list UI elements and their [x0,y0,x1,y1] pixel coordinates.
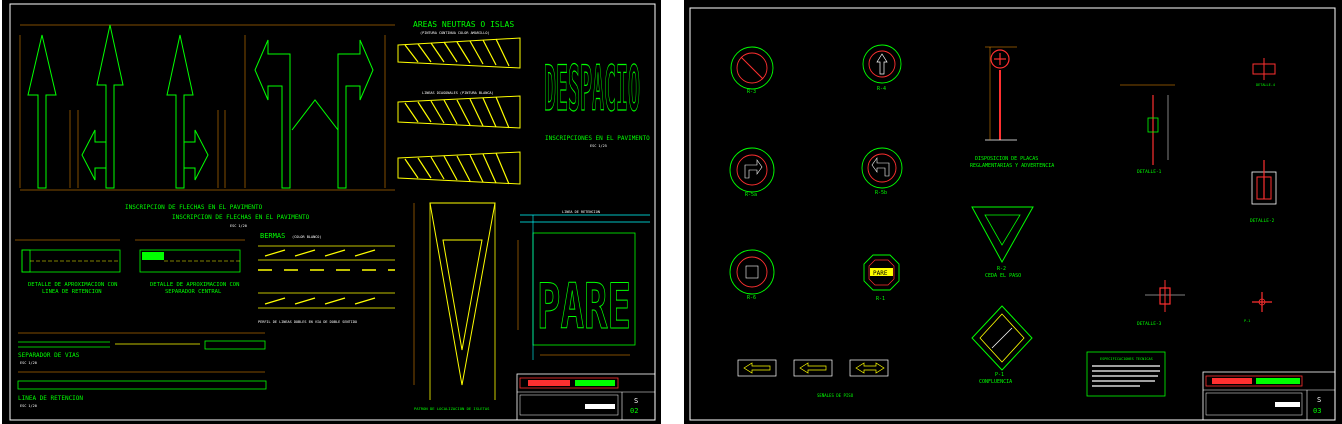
areas-neutras-subtitle: (PINTURA CONTINUA COLOR AMARILLO) [420,31,490,35]
sign-label-r5a: R-5a [745,192,757,198]
arrows-title-1: INSCRIPCION DE FLECHAS EN EL PAVIMENTO [125,204,263,211]
left-turn-arrow-4 [254,39,291,189]
pare-inscription: LINEA DE RETENCION PARE [517,210,650,360]
detail-3-label: DETALLE-3 [1137,321,1162,327]
pavement-arrows [27,24,374,189]
hatched-islands: LINEAS DIAGONALES (PINTURA BLANCA) [397,37,521,185]
inscripciones-title: INSCRIPCIONES EN EL PAVIMENTO [545,135,650,142]
yield-title-2: CEDA EL PASO [985,273,1021,279]
straight-arrow-3 [166,34,194,189]
yield-title-1: R-2 [997,266,1006,272]
floor-arrows-caption: SEÑALES DE PISO [817,393,854,398]
sign-label-r3: R-3 [747,89,756,95]
arrows-scale: ESC 1/20 [230,224,247,228]
notes-text-lines [1092,365,1160,387]
separador-scale: ESC 1/20 [20,361,37,365]
sheet-1-title-block: S 02 [516,373,656,421]
straight-turn-arrow-2 [96,24,124,189]
turn-arrow-2 [81,129,107,181]
detail-approach-central-separator: DETALLE DE APROXIMACION CON SEPARADOR CE… [135,239,245,295]
detail-2: DETALLE-2 [1250,160,1277,224]
notes-box: ESPECIFICACIONES TECNICAS [1086,351,1166,397]
circular-sign-r5b: R-5b [861,147,903,196]
separador-de-vias: SEPARADOR DE VIAS ESC 1/20 [18,332,266,365]
sheet-1-number: 02 [630,407,638,415]
sign-label-r6: R-6 [747,295,756,301]
pare-word: PARE [537,270,631,343]
sheet-2-letter: S [1317,396,1321,404]
triangle-island-pattern: PATRON DE LOCALIZACION DE ISLETAS [413,202,496,411]
sheet-1-letter: S [634,397,638,405]
sheet-2-background [684,0,1342,424]
sign-pole-elevation: DISPOSICION DE PLACAS REGLAMENTARIAS Y A… [970,46,1054,169]
sheet-2-number: 03 [1313,407,1321,415]
circular-sign-r6: R-6 [729,249,775,301]
sign-label-r4: R-4 [877,86,886,92]
linea-retencion-title: LINEA DE RETENCION [18,395,83,402]
circular-sign-r5a: R-5a [729,147,775,198]
turn-arrow-3 [183,129,209,181]
sheet-2-title-block: S 03 [1202,371,1336,421]
diamond-sign-p1: P-1 CONFLUENCIA [971,305,1033,385]
straight-arrow-1 [27,34,57,189]
sign-label-r1: R-1 [876,296,885,302]
detail-4-label: DETALLE-4 [1256,83,1275,87]
sheet-1-background [2,0,661,424]
floor-arrow-signs: SEÑALES DE PISO [737,359,889,398]
bermas-detail: BERMAS (COLOR BLANCO) PERFIL DE LINEAS D… [258,232,395,324]
bermas-title: BERMAS [260,232,285,240]
sheet-2-frame [689,7,1336,421]
detail-mid-title-2: SEPARADOR CENTRAL [165,289,222,295]
detail-3: DETALLE-3 [1137,280,1185,327]
sign-label-r5b: R-5b [875,190,887,196]
linea-retencion-scale: ESC 1/20 [20,404,37,408]
inscripciones-scale: ESC 1/25 [590,144,607,148]
placas-title-2: REGLAMENTARIAS Y ADVERTENCIA [970,163,1054,169]
separador-title: SEPARADOR DE VIAS [18,352,80,359]
circular-sign-r4: R-4 [862,44,902,92]
notes-title: ESPECIFICACIONES TECNICAS [1100,357,1153,361]
yield-sign-r2: R-2 CEDA EL PASO [971,206,1034,279]
detail-4: DETALLE-4 [1252,58,1276,87]
detail-2-label: DETALLE-2 [1250,218,1275,224]
merge-lines [291,99,339,131]
placas-title-1: DISPOSICION DE PLACAS [975,156,1038,162]
diamond-title-1: P-1 [995,372,1004,378]
triangle-caption: PATRON DE LOCALIZACION DE ISLETAS [414,406,490,411]
island-2 [397,95,521,129]
anchor-detail-label: P-1 [1244,319,1250,323]
island-1 [397,37,521,69]
stop-sign-word: PARE [873,270,888,277]
arrows-title-2: INSCRIPCION DE FLECHAS EN EL PAVIMENTO [172,214,310,221]
detail-1-label: DETALLE-1 [1137,169,1162,175]
detail-left-title-1: DETALLE DE APROXIMACION CON [28,282,117,288]
areas-neutras-title: AREAS NEUTRAS O ISLAS [413,20,514,29]
linea-de-retencion: LINEA DE RETENCION ESC 1/20 [17,371,267,408]
detail-left-title-2: LINEA DE RETENCION [42,289,102,295]
sheet-1: INSCRIPCION DE FLECHAS EN EL PAVIMENTO I… [9,3,656,421]
areas-neutras-subtitle-2: LINEAS DIAGONALES (PINTURA BLANCA) [422,91,494,95]
arrow-dim-lines [19,35,386,188]
circular-sign-r3: R-3 [730,46,774,95]
detail-approach-stop-line: DETALLE DE APROXIMACION CON LINEA DE RET… [15,239,121,295]
detail-mid-title-1: DETALLE DE APROXIMACION CON [150,282,239,288]
right-turn-arrow-5 [337,39,374,189]
sheet-1-frame [9,3,656,421]
detail-1: DETALLE-1 [1120,84,1175,175]
island-3 [397,151,521,185]
arrows-dimensions-top [20,24,395,191]
sheet-2: R-3 R-4 R-5a R-5b R-6 [689,7,1336,421]
octagon-stop-sign: PARE R-1 [863,254,900,302]
pare-stopline-label: LINEA DE RETENCION [562,210,600,214]
bermas-caption: PERFIL DE LINEAS DOBLES EN VIA DE DOBLE … [258,320,357,324]
despacio-word: DESPACIO [544,54,640,125]
anchor-detail: P-1 [1244,292,1272,323]
bermas-subtitle: (COLOR BLANCO) [292,235,322,239]
diamond-title-2: CONFLUENCIA [979,379,1012,385]
